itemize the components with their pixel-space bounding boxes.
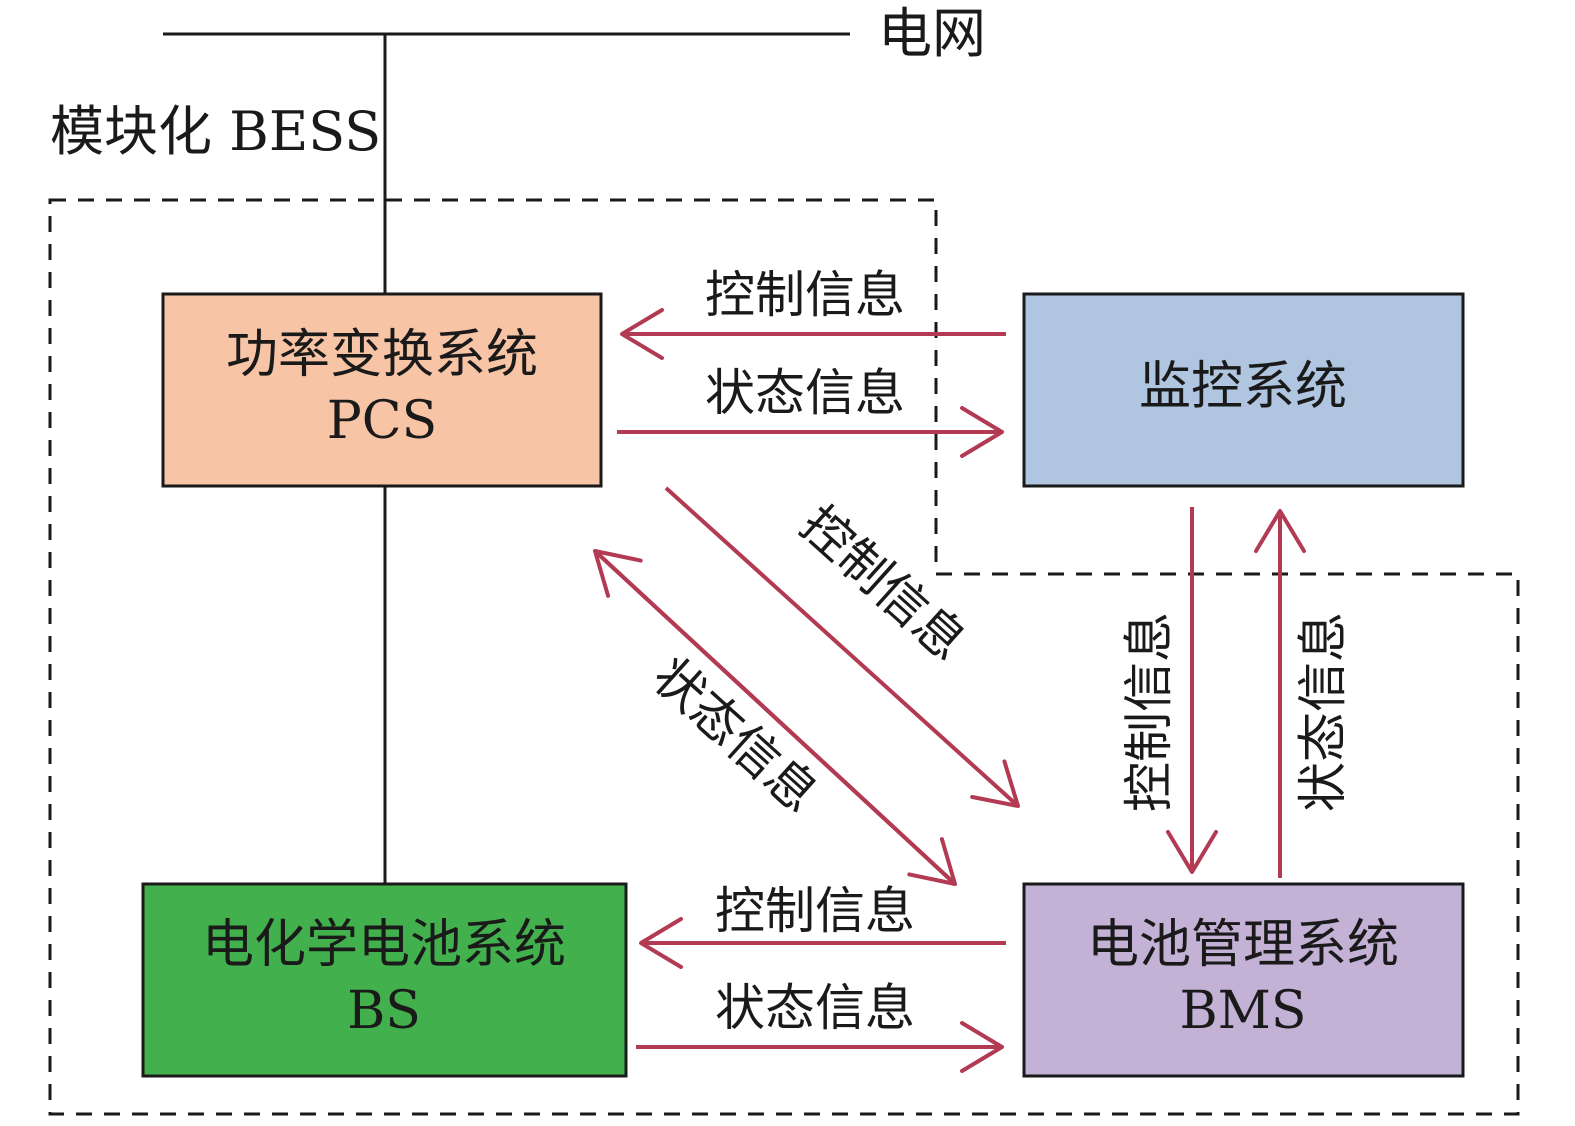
edge-label-pcs-to-bms: 控制信息 (790, 495, 977, 672)
monitor-name: 监控系统 (1139, 357, 1347, 417)
bms-box: 电池管理系统 BMS (1022, 882, 1465, 1078)
edge-label-monitor-to-pcs: 控制信息 (705, 266, 905, 324)
bs-abbr: BS (347, 981, 421, 1041)
bess-boundary (48, 198, 1520, 1116)
arrow-pcs-to-bms (664, 486, 1020, 808)
pcs-abbr: PCS (327, 391, 437, 451)
edge-label-bs-to-bms: 状态信息 (715, 979, 915, 1037)
system-label: 模块化 BESS (50, 100, 381, 163)
pcs-name: 功率变换系统 (226, 325, 538, 385)
bs-box: 电化学电池系统 BS (141, 882, 628, 1078)
bs-name: 电化学电池系统 (202, 915, 566, 975)
edge-label-bms-to-bs: 控制信息 (715, 882, 915, 940)
bms-abbr: BMS (1179, 981, 1306, 1041)
monitor-box: 监控系统 (1022, 292, 1465, 488)
bms-name: 电池管理系统 (1087, 915, 1399, 975)
edge-label-monitor-to-bms: 控制信息 (1120, 612, 1178, 812)
edge-label-pcs-to-monitor: 状态信息 (705, 364, 905, 422)
pcs-box: 功率变换系统 PCS (161, 292, 603, 488)
edge-label-bms-to-pcs: 状态信息 (642, 647, 829, 824)
arrow-bms-to-pcs-tail (593, 549, 957, 886)
grid-label: 电网 (878, 2, 986, 65)
edge-label-bms-to-monitor: 状态信息 (1294, 612, 1352, 812)
